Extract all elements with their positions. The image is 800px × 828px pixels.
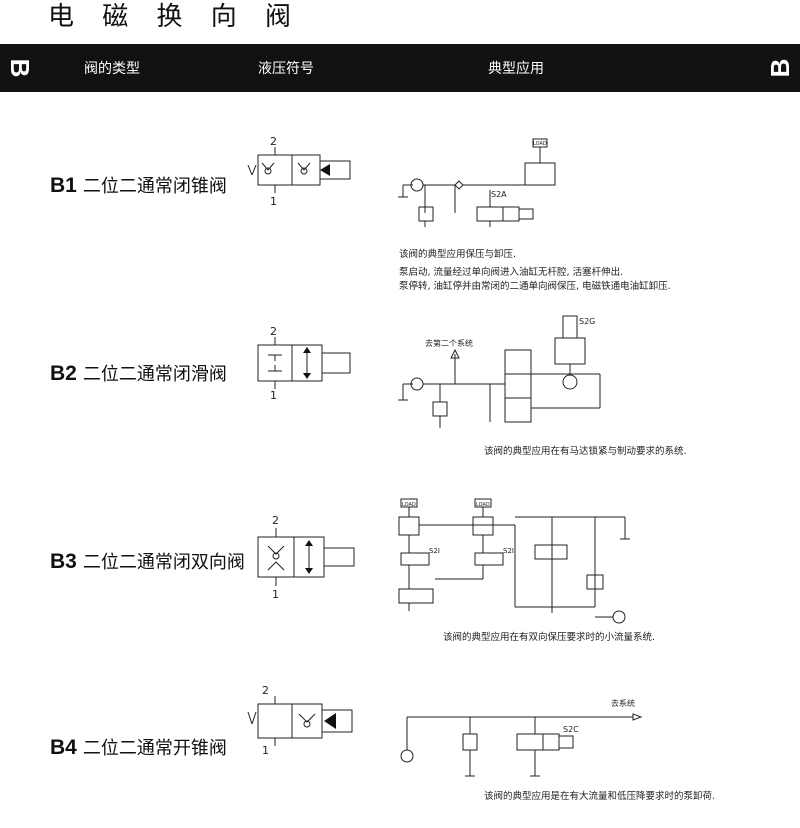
valve-name: 二位二通常闭双向阀 bbox=[82, 552, 245, 573]
solenoid-tag: S2G bbox=[579, 317, 595, 326]
valve-name: 二位二通常闭滑阀 bbox=[82, 364, 227, 385]
port-2-label: 2 bbox=[262, 684, 269, 697]
b1-note-1: 该阀的典型应用保压与卸压. bbox=[399, 249, 517, 260]
port-1-label: 1 bbox=[270, 389, 277, 402]
section-tab-right: B bbox=[764, 58, 795, 78]
b3-circuit-diagram: S2I S2I LOAD LOAD bbox=[398, 498, 630, 624]
b2-circuit-diagram: S2G 去第二个系统 bbox=[398, 315, 601, 428]
solenoid-tag: S2A bbox=[491, 190, 507, 199]
column-header-hydraulic-symbol: 液压符号 bbox=[258, 61, 314, 77]
b4-note-1: 该阀的典型应用是在有大流量和低压降要求时的泵卸荷. bbox=[484, 791, 716, 802]
solenoid-tag: S2I bbox=[429, 547, 440, 555]
row-code: B2 bbox=[50, 362, 77, 385]
row-code: B3 bbox=[50, 550, 77, 573]
load-tag-2: LOAD bbox=[476, 502, 490, 508]
load-tag: LOAD bbox=[402, 502, 416, 508]
port-2-label: 2 bbox=[270, 135, 277, 148]
b4-circuit-diagram: S2C 去系统 bbox=[400, 698, 643, 777]
section-tab-left: B bbox=[5, 58, 36, 78]
b4-valve-symbol: 2 1 bbox=[247, 684, 353, 757]
b3-note-1: 该阀的典型应用在有双向保压要求时的小流量系统. bbox=[443, 632, 656, 643]
b2-note-1: 该阀的典型应用在有马达锁紧与制动要求的系统. bbox=[484, 446, 687, 457]
valve-name: 二位二通常开锥阀 bbox=[82, 738, 227, 759]
column-header-valve-type: 阀的类型 bbox=[84, 61, 140, 77]
flow-label: 去系统 bbox=[611, 698, 635, 708]
row-code: B1 bbox=[50, 174, 77, 197]
valve-name: 二位二通常闭锥阀 bbox=[82, 176, 227, 197]
port-2-label: 2 bbox=[272, 514, 279, 527]
solenoid-tag-2: S2I bbox=[503, 547, 514, 555]
title-area bbox=[40, 0, 752, 44]
port-1-label: 1 bbox=[262, 744, 269, 757]
b1-circuit-diagram: S2A LOAD bbox=[398, 138, 556, 227]
column-header-typical-application: 典型应用 bbox=[488, 61, 544, 77]
b2-valve-symbol: 2 1 bbox=[257, 325, 351, 402]
port-1-label: 1 bbox=[272, 588, 279, 601]
b1-note-2: 泵启动, 流量经过单向阀进入油缸无杆腔, 活塞杆伸出. bbox=[399, 267, 624, 278]
load-tag: LOAD bbox=[533, 141, 547, 147]
row-code: B4 bbox=[50, 736, 77, 759]
b1-valve-symbol: 2 1 bbox=[247, 135, 351, 208]
b3-valve-symbol: 2 1 bbox=[257, 514, 355, 601]
port-1-label: 1 bbox=[270, 195, 277, 208]
solenoid-tag: S2C bbox=[563, 725, 579, 734]
page-title: 电 磁 换 向 阀 bbox=[48, 2, 302, 32]
port-2-label: 2 bbox=[270, 325, 277, 338]
b1-note-3: 泵停转, 油缸停并由常闭的二通单向阀保压, 电磁铁通电油缸卸压. bbox=[399, 281, 671, 292]
header-bar bbox=[0, 44, 800, 92]
flow-label: 去第二个系统 bbox=[425, 338, 473, 348]
